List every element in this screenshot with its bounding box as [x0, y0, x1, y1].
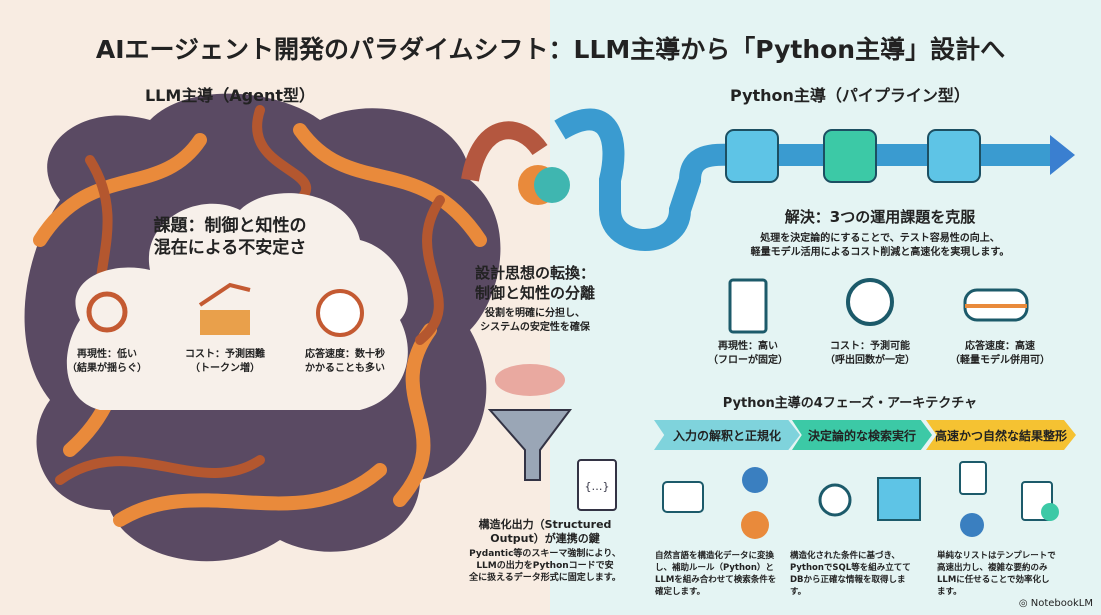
- inner-cloud: [66, 193, 408, 410]
- pipeline-arrowhead: [1050, 135, 1075, 175]
- right-item-speed: 応答速度：高速（軽量モデル併用可）: [950, 341, 1050, 366]
- right-icons: [728, 278, 1029, 334]
- svg-text:{…}: {…}: [585, 480, 610, 493]
- left-item-reproducibility: 再現性：低い（結果が揺らぐ）: [67, 349, 147, 374]
- notebooklm-logo-icon: ◎: [1018, 598, 1031, 609]
- python-icon: [742, 467, 768, 493]
- blue-pipe: [554, 108, 1050, 251]
- list-icon: [959, 461, 987, 495]
- brain-gear-icon: [518, 165, 570, 205]
- red-pipe: [461, 121, 548, 182]
- magnifier-icon: [818, 483, 852, 517]
- flow-box-icon: [725, 129, 779, 183]
- notebooklm-brand: ◎ NotebookLM: [1018, 598, 1093, 609]
- phase-icons: [662, 461, 1059, 539]
- phase-chevron-1: 入力の解釈と正規化: [654, 420, 800, 450]
- gauge-icon: [846, 278, 894, 326]
- document-box-icon: [927, 129, 981, 183]
- brain-icon: [741, 511, 769, 539]
- problem-line-2: 混在による不安定さ: [153, 238, 307, 258]
- python-icon-2: [960, 513, 984, 537]
- solution-heading: 解決：3つの運用課題を克服: [784, 208, 976, 226]
- left-heading: LLM主導（Agent型）: [144, 86, 316, 105]
- shift-heading: 設計思想の転換：制御と知性の分離: [474, 264, 595, 302]
- funnel-icon: [487, 364, 572, 481]
- flowchart-box-icon: [823, 129, 877, 183]
- left-icons: [86, 282, 364, 337]
- right-heading: Python主導（パイプライン型）: [730, 86, 970, 105]
- checklist-icon: [728, 278, 768, 334]
- clock-icon: [316, 289, 364, 337]
- structured-output-subtext: Pydantic等のスキーマ強制により、LLMの出力をPythonコードで安全に…: [469, 549, 621, 583]
- rising-cost-coins-icon: [200, 310, 250, 335]
- left-item-speed: 応答速度：数十秒かかることも多い: [305, 349, 385, 374]
- right-item-cost: コスト：予測可能（呼出回数が一定）: [825, 341, 915, 366]
- chat-search-icon: [662, 481, 704, 513]
- tangled-knot-icon: [86, 291, 128, 333]
- solution-subtext: 処理を決定論的にすることで、テスト容易性の向上、軽量モデル活用によるコスト削減と…: [750, 233, 1010, 258]
- right-item-reproducibility: 再現性：高い（フローが固定）: [708, 341, 788, 366]
- phase-chevron-2: 決定論的な検索実行: [792, 420, 932, 450]
- left-item-cost: コスト：予測困難（トークン増）: [185, 349, 265, 374]
- page-title: AIエージェント開発のパラダイムシフト：LLM主導から「Python主導」設計へ: [95, 35, 1006, 64]
- problem-heading: 課題：制御と知性の 混在による不安定さ: [130, 215, 330, 259]
- pipeline-boxes: [725, 129, 981, 183]
- phase-chevron-3: 高速かつ自然な結果整形: [926, 420, 1076, 450]
- shift-subtext: 役割を明確に分担し、システムの安定性を確保: [480, 308, 590, 333]
- database-layers-icon: [877, 477, 921, 521]
- architecture-title: Python主導の4フェーズ・アーキテクチャ: [722, 396, 978, 411]
- problem-line-1: 課題：制御と知性の: [153, 216, 307, 236]
- json-document-icon: [577, 459, 617, 511]
